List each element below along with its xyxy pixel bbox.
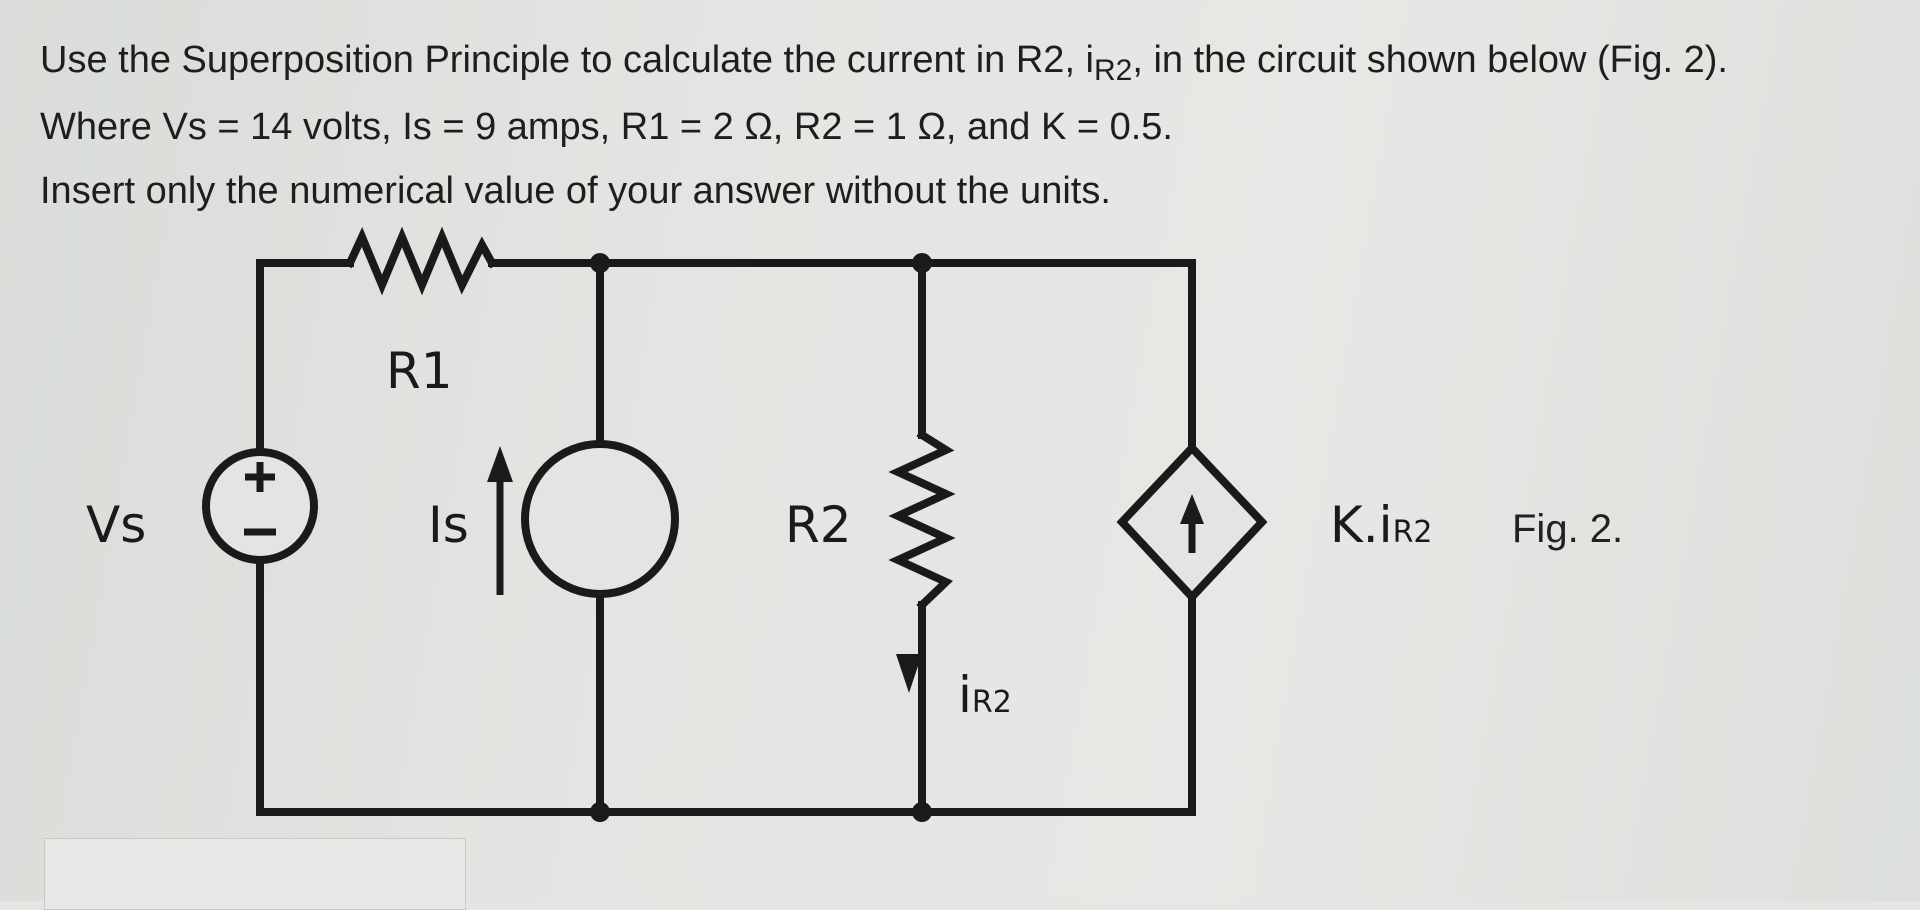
kir2-label: K.iR2: [1330, 496, 1433, 554]
ir2-label-subscript: R2: [972, 685, 1012, 720]
wire-top: [488, 259, 1196, 526]
ir2-label: iR2: [958, 666, 1012, 724]
circuit-wires: [256, 259, 1196, 816]
r2-resistor: [888, 429, 956, 611]
question-line-1-start: Use the Superposition Principle to calcu…: [40, 39, 1094, 81]
question-text: Use the Superposition Principle to calcu…: [40, 28, 1900, 223]
question-line-1-end: , in the circuit shown below (Fig. 2).: [1132, 39, 1728, 81]
question-line-1-subscript: R2: [1094, 54, 1133, 87]
question-line-1: Use the Superposition Principle to calcu…: [40, 28, 1900, 95]
r2-label: R2: [785, 496, 852, 554]
answer-box-edge[interactable]: [44, 838, 466, 910]
junction-bottom-r2: [912, 802, 932, 822]
wire-bottom: [256, 556, 1196, 816]
ir2-arrow-icon: [896, 654, 922, 693]
kir2-label-main: K.i: [1330, 496, 1393, 554]
dependent-arrow-head: [1180, 494, 1204, 524]
vs-voltage-source: [202, 448, 318, 564]
kir2-label-subscript: R2: [1393, 515, 1433, 550]
wire-top-left: [256, 259, 354, 456]
figure-caption: Fig. 2.: [1512, 507, 1623, 551]
dependent-current-source: [1116, 442, 1268, 603]
vs-label: Vs: [86, 496, 146, 554]
junction-top-r2: [912, 253, 932, 273]
is-arrow-head: [487, 446, 513, 482]
question-line-3: Insert only the numerical value of your …: [40, 170, 1111, 212]
r1-label: R1: [386, 342, 453, 400]
junction-bottom-is: [590, 802, 610, 822]
ir2-label-main: i: [958, 666, 972, 724]
junction-dots: [590, 253, 932, 822]
question-line-2: Where Vs = 14 volts, Is = 9 amps, R1 = 2…: [40, 106, 1173, 148]
r1-resistor: [344, 226, 498, 296]
junction-top-is: [590, 253, 610, 273]
is-label: Is: [428, 496, 469, 554]
is-current-source: [487, 440, 679, 598]
